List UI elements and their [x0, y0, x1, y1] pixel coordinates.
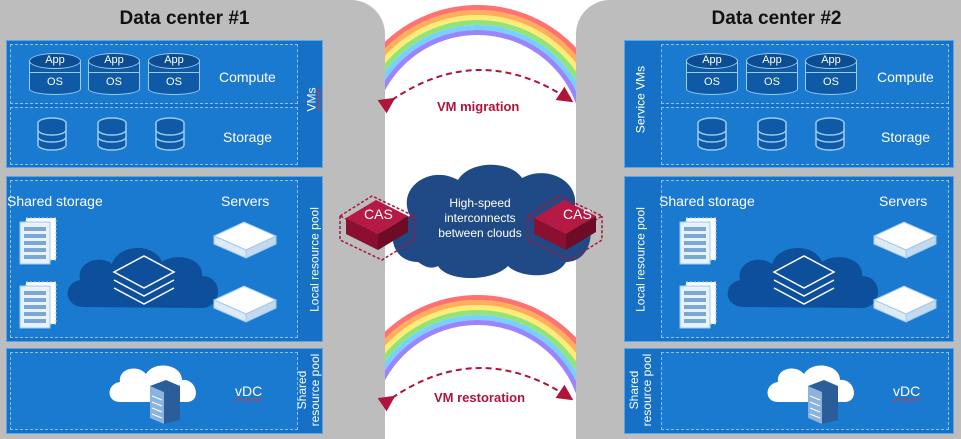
storage-disks-group	[697, 117, 845, 151]
local-pool-graphics	[19, 217, 278, 329]
vdc-graphics	[109, 365, 196, 424]
server-icon	[872, 285, 938, 323]
server-icon	[872, 221, 938, 259]
servers-label: Servers	[879, 193, 928, 209]
cas-right-label: CAS	[563, 206, 592, 222]
compute-label: Compute	[877, 69, 934, 85]
vdc-label: vDC	[893, 383, 921, 399]
storage-array-icon	[679, 217, 717, 265]
data-center-1-title: Data center #1	[119, 8, 250, 29]
disk-stack-icon	[815, 117, 845, 151]
local-pool-graphics	[679, 217, 938, 329]
data-center-1: Data center #1 VMs Compute Storage App O…	[0, 0, 385, 439]
layers-icon	[112, 255, 176, 305]
layers-icon	[772, 255, 836, 305]
servers-label: Servers	[221, 193, 270, 209]
cas-left-label: CAS	[364, 206, 393, 222]
storage-array-icon	[679, 281, 717, 329]
server-icon	[212, 221, 278, 259]
cas-device-left-icon	[338, 195, 416, 261]
vm-migration-arrow	[377, 69, 574, 114]
vm-app-label: App	[45, 54, 65, 66]
disk-stack-icon	[155, 117, 185, 151]
interconnect-line3: between clouds	[438, 226, 522, 240]
storage-array-icon	[19, 281, 57, 329]
local-resource-pool-panel: Shared storage Servers Local resource po…	[6, 176, 323, 342]
disk-stack-icon	[757, 117, 787, 151]
vm-os-label: OS	[823, 76, 839, 88]
shared-storage-label: Shared storage	[659, 193, 755, 209]
vdc-label: vDC	[235, 383, 263, 399]
storage-label: Storage	[223, 129, 273, 145]
server-rack-icon	[808, 380, 838, 424]
disk-stack-icon	[37, 117, 67, 151]
vm-migration-label: VM migration	[437, 99, 520, 114]
vm-os-label: OS	[47, 76, 63, 88]
storage-label: Storage	[881, 129, 931, 145]
vm-restoration-label: VM restoration	[434, 390, 526, 405]
interconnect-line2: interconnects	[444, 211, 516, 225]
vm-stack: App OS	[148, 53, 200, 95]
vm-app-label: App	[762, 54, 782, 66]
disk-stack-icon	[697, 117, 727, 151]
data-center-2: Data center #2 Service VMs Compute Stora…	[576, 0, 961, 439]
disk-stack-icon	[97, 117, 127, 151]
vm-stack: App OS	[805, 53, 857, 95]
interconnect-cloud-icon	[392, 164, 591, 278]
vm-stack: App OS	[686, 53, 738, 95]
compute-label: Compute	[219, 69, 276, 85]
interconnect-text: High-speed interconnects between clouds	[430, 196, 530, 241]
vm-stack: App OS	[88, 53, 140, 95]
vm-app-label: App	[104, 54, 124, 66]
shared-storage-label: Shared storage	[7, 193, 103, 209]
vm-stack: App OS	[29, 53, 81, 95]
server-rack-icon	[150, 380, 180, 424]
vm-os-label: OS	[704, 76, 720, 88]
server-icon	[212, 285, 278, 323]
vm-app-label: App	[702, 54, 722, 66]
cloud-icon	[727, 247, 879, 308]
cas-device-right-icon	[526, 195, 604, 261]
storage-disks-group	[37, 117, 185, 151]
storage-array-icon	[19, 217, 57, 265]
cloud-icon	[67, 247, 219, 308]
interconnect-line1: High-speed	[449, 196, 511, 210]
vm-os-label: OS	[106, 76, 122, 88]
data-center-2-title: Data center #2	[711, 8, 842, 29]
vdc-graphics	[767, 365, 854, 424]
vm-app-label: App	[821, 54, 841, 66]
vm-os-label: OS	[166, 76, 182, 88]
vm-stack: App OS	[746, 53, 798, 95]
vm-restoration-arrow	[377, 367, 574, 412]
vm-app-label: App	[164, 54, 184, 66]
vm-os-label: OS	[764, 76, 780, 88]
